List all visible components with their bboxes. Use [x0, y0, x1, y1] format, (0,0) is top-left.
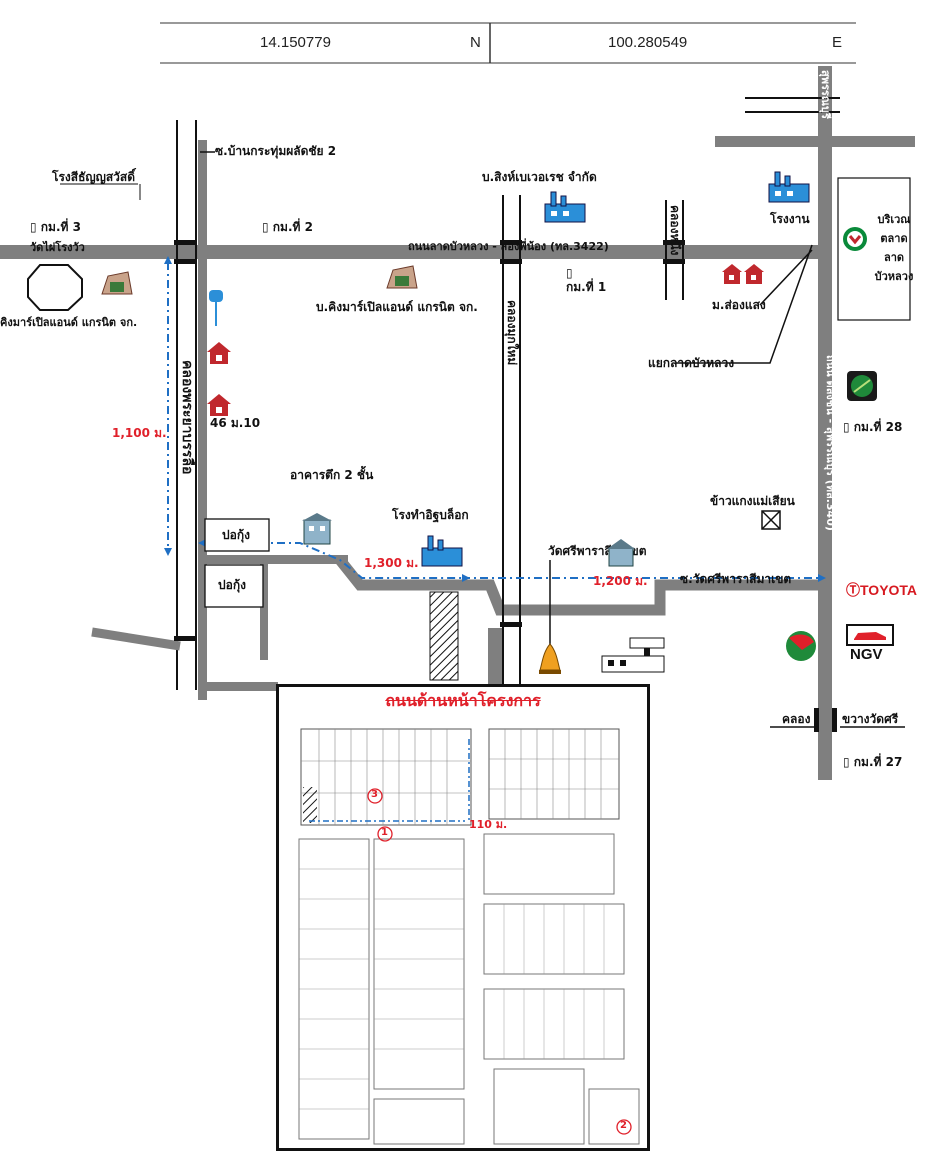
rice-mill-label: โรงสีธัญญสวัสดิ์ [52, 170, 136, 184]
stone-company-icon [386, 265, 418, 289]
wat-phai-label: วัดไผ่โรงวัว [30, 241, 85, 254]
khao-kaeng-label: ข้าวแกงแม่เสียน [710, 494, 795, 508]
pakung-1-label: ปอกุ้ง [222, 528, 250, 542]
soi-ban-krachum-label: ซ.บ้านกระทุ่มผลัดชัย 2 [215, 144, 337, 158]
house-46-label: 46 ม.10 [210, 416, 261, 430]
village-houses-icon [722, 264, 764, 284]
km27-marker: ▯ กม.ที่ 27 [843, 755, 903, 769]
bang-wat-sri-label: ขวางวัดศรี [842, 712, 899, 726]
bank-logo-icon [843, 227, 867, 251]
factory-icon [544, 191, 586, 223]
kingmart-left-label: คิงมาร์เปิลแอนด์ แกรนิต จก. [0, 316, 138, 329]
factory-icon [768, 171, 810, 203]
latitude-direction: N [470, 34, 481, 51]
highway-340-label: ถนน ตลิ่งชัน - สุพรรณบุรี (ทล.340) [824, 355, 837, 531]
singha-label: บ.สิงห์เบเวอเรช จำกัด [482, 170, 597, 184]
highway-340 [818, 66, 832, 780]
longitude-direction: E [832, 34, 843, 51]
block-factory-label: โรงทำอิฐบล็อก [392, 508, 469, 522]
factory-label: โรงงาน [770, 212, 810, 226]
soi-ban-krachum-road [198, 140, 207, 700]
km2-marker: ▯ กม.ที่ 2 [262, 220, 313, 234]
ngv-car-icon [846, 624, 894, 646]
market-label: บริเวณ ตลาด ลาด บัวหลวง [874, 213, 914, 283]
temple-bell-icon [539, 643, 561, 674]
km3-marker: ▯ กม.ที่ 3 [30, 220, 81, 234]
soi-wat-sri-label: ซ.วัดศรีพาราสีมาเขต [680, 572, 792, 586]
km28-marker: ▯ กม.ที่ 28 [843, 420, 903, 434]
songsaeng-label: ม.ส่องแสง [712, 298, 766, 312]
main-road-label: ถนนลาดบัวหลวง - สองพี่น้อง (ทล.3422) [408, 240, 609, 253]
building-block-icon [601, 637, 665, 673]
canal-phraya-label: คลองพระยาบรรลือ [179, 360, 195, 475]
distance-1200: 1,200 ม. [593, 574, 648, 588]
distance-line-1300 [205, 542, 462, 579]
rice-mill-octagon [27, 264, 83, 311]
project-plot [429, 591, 459, 681]
main-road [0, 245, 830, 259]
plan-layout [298, 728, 640, 1145]
distance-1100: 1,100 ม. [112, 426, 167, 440]
block-factory-icon [421, 535, 463, 567]
highway-top-label: สุพรรณบุรี [819, 70, 832, 119]
house-icon [207, 342, 231, 364]
junction-label: แยกลาดบัวหลวง [648, 356, 735, 370]
distance-110: 110 ม. [469, 818, 508, 831]
canal-nueng-label: คลองหนึ่ง [668, 205, 682, 256]
zone-3-label: 3 [371, 789, 378, 800]
soi-wat-sri-road [335, 556, 820, 616]
canal-mukmai-label: คลองมุกใหม่ [505, 300, 519, 366]
water-tower-icon [209, 290, 223, 326]
longitude-value: 100.280549 [608, 34, 688, 51]
toyota-logo: ⓉTOYOTA [846, 582, 918, 598]
kingmart-mid-label: บ.คิงมาร์เปิลแอนด์ แกรนิต จก. [316, 300, 478, 314]
building-icon [302, 513, 332, 545]
latitude-value: 14.150779 [260, 34, 331, 51]
zone-2-label: 2 [620, 1120, 627, 1131]
pakung-2-label: ปอกุ้ง [218, 578, 246, 592]
zone-1-label: 1 [381, 827, 388, 838]
distance-1300: 1,300 ม. [364, 556, 419, 570]
top-road [715, 136, 915, 147]
km1-marker: ▯กม.ที่ 1 [566, 266, 607, 294]
project-plan-inset: ถนนด้านหน้าโครงการ [276, 684, 650, 1151]
plan-title: ถนนด้านหน้าโครงการ [385, 691, 541, 710]
building-2-label: อาคารตึก 2 ชั้น [290, 468, 374, 482]
canal-bottom-label: คลอง [782, 712, 811, 726]
ngv-label: NGV [850, 646, 883, 663]
market-box [837, 177, 911, 321]
temple-icon [607, 539, 635, 567]
stone-company-icon [101, 271, 133, 295]
toyota-emblem-icon: Ⓣ [846, 582, 860, 598]
house-icon [207, 394, 231, 416]
ptt-logo-icon [786, 631, 816, 661]
gas-station-icon [847, 371, 877, 401]
